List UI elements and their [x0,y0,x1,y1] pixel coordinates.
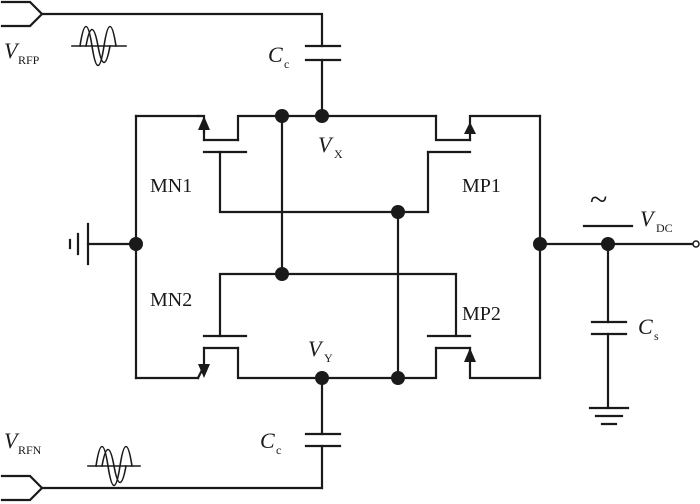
cross-coupling-wires [218,210,458,380]
ground-left-icon [68,222,90,266]
cc-top-label: C [268,42,283,67]
rfp-input-port [0,0,324,48]
cs-capacitor [590,242,628,410]
cs-subscript: s [654,329,659,343]
cc-top-subscript: c [284,57,289,71]
junction-dots [129,109,615,385]
rfn-input-port [0,474,324,502]
vx-subscript: X [334,147,343,161]
mn2-label: MN2 [150,289,192,311]
vx-label: V [318,132,334,157]
mp2-label: MP2 [462,303,501,325]
mp1-transistor [396,114,542,214]
v-rfp-label: V [4,38,20,63]
v-rfn-subscript: RFN [18,443,42,457]
cc-bottom-capacitor [304,376,342,490]
cc-bottom-label: C [260,428,275,453]
left-rail [86,114,200,380]
v-rfp-subscript: RFP [18,53,40,67]
cc-bottom-subscript: c [276,443,281,457]
vy-subscript: Y [324,351,333,365]
mn1-label: MN1 [150,175,192,197]
vdc-label: V [640,206,656,231]
mp2-transistor [320,334,542,380]
vdc-subscript: DC [656,221,673,235]
vdc-ripple-icon: ~ [590,181,607,217]
vy-label: V [308,336,324,361]
mn1-transistor [196,114,400,214]
mn2-transistor [196,334,324,380]
cs-label: C [638,314,653,339]
v-rfn-label: V [4,428,20,453]
rfp-sine-icon [71,25,127,67]
top-node-bus [280,114,438,276]
right-rail [538,114,700,380]
mp1-label: MP1 [462,175,501,197]
ground-right-icon [588,406,630,426]
cc-top-capacitor [304,44,342,118]
rfn-sine-icon [87,445,141,487]
